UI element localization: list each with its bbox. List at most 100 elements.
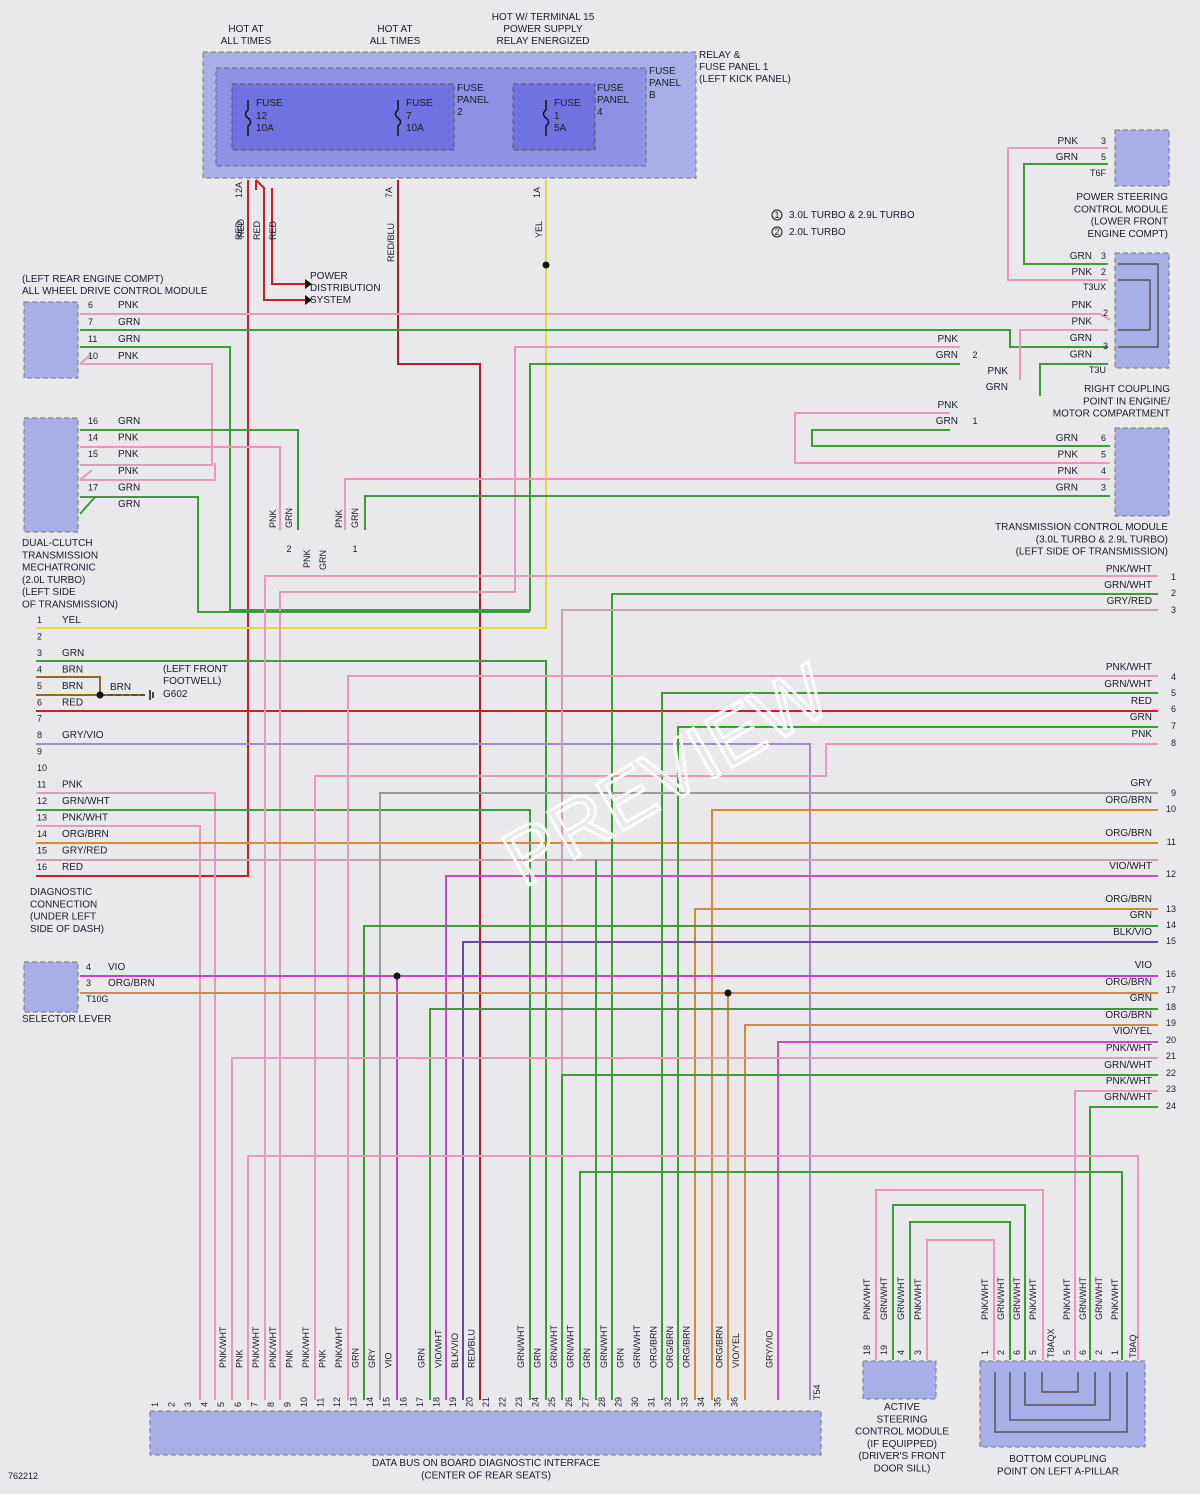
- right-edge-wire-color: GRN: [1130, 993, 1152, 1004]
- power-steering-wire-color: PNK: [1057, 136, 1078, 147]
- power-steering-box: [1114, 129, 1170, 187]
- diag-pin-number: 9: [37, 747, 42, 757]
- asm-title: ACTIVE: [884, 1402, 920, 1413]
- databus-wire-color: GRN/WHT: [599, 1325, 609, 1368]
- tcm-pin: 6: [1101, 433, 1106, 443]
- databus-pin: 11: [316, 1398, 326, 1407]
- wire-red-pds: [255, 179, 305, 301]
- fuse-number: 1: [554, 111, 560, 122]
- fuse-number: 12: [256, 111, 268, 122]
- diag-wire-color: RED: [62, 862, 83, 873]
- fuse-panel-b-label: FUSE: [649, 66, 676, 77]
- wire-yel: [36, 180, 547, 629]
- mid-split-down: PNK: [302, 549, 312, 568]
- t3ux-wire-color: PNK: [1071, 267, 1092, 278]
- asm-box: [862, 1360, 937, 1400]
- databus-pin: 36: [729, 1397, 739, 1407]
- diag-pin-number: 14: [37, 829, 47, 839]
- tcm-pin: 3: [1101, 483, 1106, 493]
- awd-wire-color: GRN: [118, 334, 140, 345]
- wire-dct-16: [80, 429, 299, 530]
- diag-pin-number: 13: [37, 812, 47, 822]
- tcm-pin: 4: [1101, 466, 1106, 476]
- wire-r10: [711, 809, 1158, 1400]
- right-edge-pin: 14: [1166, 920, 1176, 930]
- legend-text: 3.0L TURBO & 2.9L TURBO: [789, 210, 915, 221]
- databus-pin: 34: [696, 1397, 706, 1407]
- legend-text: 2.0L TURBO: [789, 227, 846, 238]
- fuse-panel-4-label: FUSE: [597, 83, 624, 94]
- ground-location-note: (LEFT FRONT: [163, 664, 228, 675]
- selector-lever-title: SELECTOR LEVER: [22, 1014, 111, 1025]
- t3u-pin: 2: [1103, 308, 1108, 318]
- dct-wire-color: PNK: [118, 449, 139, 460]
- wire-diag-12: [36, 809, 531, 1400]
- databus-wire-color: PNK/WHT: [218, 1326, 228, 1368]
- diag-pin-number: 3: [37, 648, 42, 658]
- right-coupling-title: POINT IN ENGINE/: [1083, 396, 1170, 407]
- fuse-wire-color: RED/BLU: [386, 223, 396, 262]
- right-edge-pin: 19: [1166, 1018, 1176, 1028]
- right-edge-wire-color: ORG/BRN: [1105, 894, 1152, 905]
- awd-pin-number: 10: [88, 351, 98, 361]
- power-steering-title: CONTROL MODULE: [1074, 204, 1168, 215]
- wire-r19: [744, 1024, 1158, 1400]
- tcm-wire-color: GRN: [1056, 483, 1078, 494]
- dct-module-title: OF TRANSMISSION): [22, 600, 118, 611]
- red-wire-label: RED: [252, 220, 262, 240]
- asm-title: STEERING: [876, 1414, 927, 1425]
- asm-wire-color: PNK/WHT: [862, 1278, 872, 1320]
- right-edge-pin: 11: [1167, 837, 1176, 847]
- fuse-panel-2-label: 2: [457, 107, 463, 118]
- tcm-box: [1114, 427, 1170, 517]
- databus-pin: 12: [332, 1397, 342, 1407]
- bc-wire-color: GRN/WHT: [1094, 1277, 1104, 1320]
- right-edge-pin: 4: [1171, 672, 1176, 682]
- dct-module-box: [23, 417, 79, 533]
- tcm-title: (3.0L TURBO & 2.9L TURBO): [1036, 534, 1168, 545]
- wire-dct-17: [80, 496, 530, 613]
- asm-pin: 19: [879, 1345, 889, 1355]
- wire-r12: [445, 875, 1158, 1400]
- right-edge-pin: 3: [1171, 605, 1176, 615]
- mid-split-mark: 1: [352, 544, 357, 554]
- right-edge-pin: 20: [1166, 1035, 1176, 1045]
- right-edge-pin: 7: [1171, 721, 1176, 731]
- databus-pin: 10: [299, 1397, 309, 1407]
- right-edge-wire-color: GRN/WHT: [1104, 679, 1152, 690]
- diag-wire-color: YEL: [62, 615, 81, 626]
- right-edge-wire-color: PNK: [1131, 729, 1152, 740]
- fuse-panel-2-label: PANEL: [457, 95, 489, 106]
- power-steering-wire-color: GRN: [1056, 152, 1078, 163]
- dct-module-title: TRANSMISSION: [22, 550, 98, 561]
- tcm-title: (LEFT SIDE OF TRANSMISSION): [1016, 547, 1168, 558]
- awd-wire-color: PNK: [118, 300, 139, 311]
- t3ux-wire-color: GRN: [1070, 251, 1092, 262]
- databus-pin: 21: [481, 1397, 491, 1407]
- fuse-circuit-label: 12A: [234, 182, 244, 198]
- databus-wire-color: ORG/BRN: [665, 1326, 675, 1368]
- awd-pin-number: 6: [88, 300, 93, 310]
- databus-wire-color: GRN/WHT: [549, 1325, 559, 1368]
- right-edge-wire-color: VIO/WHT: [1109, 861, 1152, 872]
- power-steering-title: ENGINE COMPT): [1087, 229, 1168, 240]
- right-edge-wire-color: ORG/BRN: [1105, 795, 1152, 806]
- wire-dct-pnk2: [79, 469, 93, 481]
- hot-at-all-times-label: HOT AT: [228, 24, 263, 35]
- wire-r18: [429, 1008, 1158, 1400]
- hot-at-all-times-label: HOT AT: [377, 24, 412, 35]
- fuse-wire-color: RED: [236, 218, 246, 238]
- mid-split-wire: PNK: [334, 509, 344, 528]
- fuse-panel-4-label: PANEL: [597, 95, 629, 106]
- bc-pin: 1: [1110, 1350, 1120, 1355]
- awd-wire-color: GRN: [118, 317, 140, 328]
- dct-module-title: DUAL-CLUTCH: [22, 538, 93, 549]
- databus-pin: 22: [498, 1397, 508, 1407]
- preview-watermark: PREVIEW: [488, 646, 844, 902]
- hot-terminal-15-label: HOT W/ TERMINAL 15: [492, 12, 595, 23]
- dct-pin-number: 14: [88, 433, 98, 443]
- bc-wire-color: PNK/WHT: [1028, 1278, 1038, 1320]
- databus-pin: 2: [167, 1402, 177, 1407]
- right-edge-wire-color: GRN/WHT: [1104, 580, 1152, 591]
